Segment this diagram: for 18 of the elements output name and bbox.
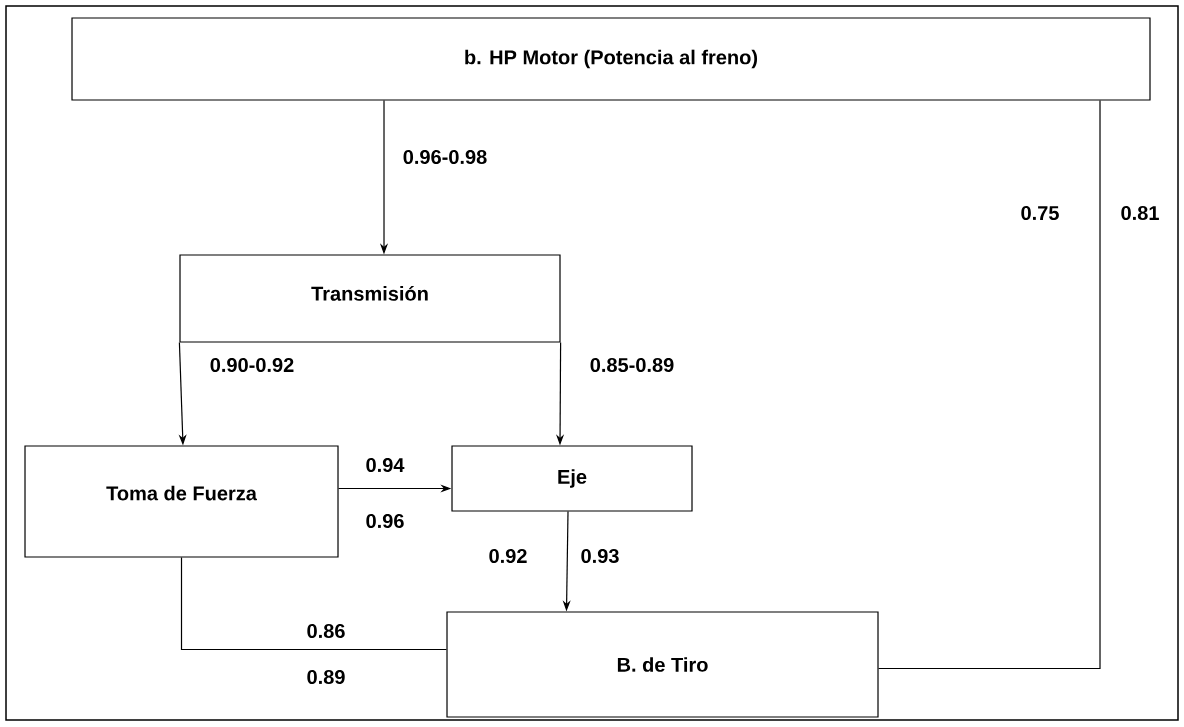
value-label: 0.81: [1119, 204, 1161, 222]
process-box: b. HP Motor (Potencia al freno): [71, 17, 1151, 101]
connector-line: [878, 100, 1101, 670]
process-box: Eje: [451, 445, 693, 512]
edge-label: 0.94: [364, 456, 406, 474]
edge-label: 0.90-0.92: [208, 356, 296, 374]
connector-line: [180, 557, 447, 651]
process-box: Toma de Fuerza: [24, 445, 339, 558]
value-label: 0.89: [305, 668, 347, 686]
value-label: 0.96: [364, 512, 406, 530]
process-box: B. de Tiro: [446, 611, 879, 718]
process-box: Transmisión: [179, 254, 561, 343]
edge-label: 0.86: [305, 622, 347, 640]
edge-label: 0.85-0.89: [588, 356, 676, 374]
edge-label: 0.96-0.98: [401, 148, 489, 166]
edge-label: 0.92: [487, 547, 529, 565]
value-label: 0.93: [579, 547, 621, 565]
edge-label: 0.75: [1019, 204, 1061, 222]
